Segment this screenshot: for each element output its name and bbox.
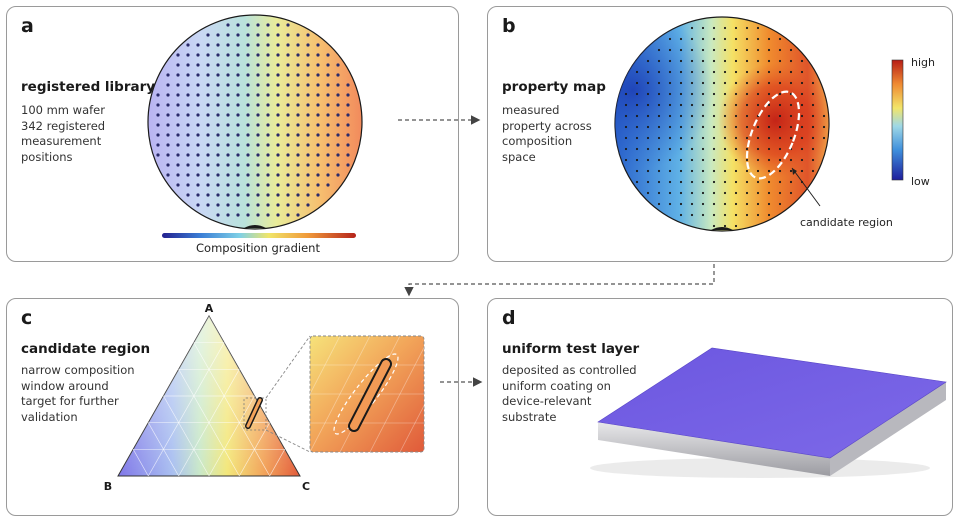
panel-title: uniform test layer xyxy=(502,341,640,357)
panel-registered-library: a registered library 100 mm wafer 342 re… xyxy=(6,6,459,262)
panel-description: measured property across composition spa… xyxy=(502,103,592,164)
panel-label: c xyxy=(21,307,33,329)
panel-property-map: b property map measured property across … xyxy=(487,6,953,262)
panel-title: registered library xyxy=(21,79,156,95)
arrow-b-to-c xyxy=(404,264,715,297)
panel-label: b xyxy=(502,15,516,37)
panel-label: d xyxy=(502,307,516,329)
panel-title: property map xyxy=(502,79,606,95)
panel-description: deposited as controlled uniform coating … xyxy=(502,363,637,424)
panel-description: 100 mm wafer 342 registered measurement … xyxy=(21,103,106,164)
panel-uniform-test-layer: d uniform test layer deposited as contro… xyxy=(487,298,953,516)
panel-label: a xyxy=(21,15,34,37)
panel-description: narrow composition window around target … xyxy=(21,363,135,424)
panel-title: candidate region xyxy=(21,341,151,357)
panel-candidate-region: c candidate region narrow composition wi… xyxy=(6,298,459,516)
